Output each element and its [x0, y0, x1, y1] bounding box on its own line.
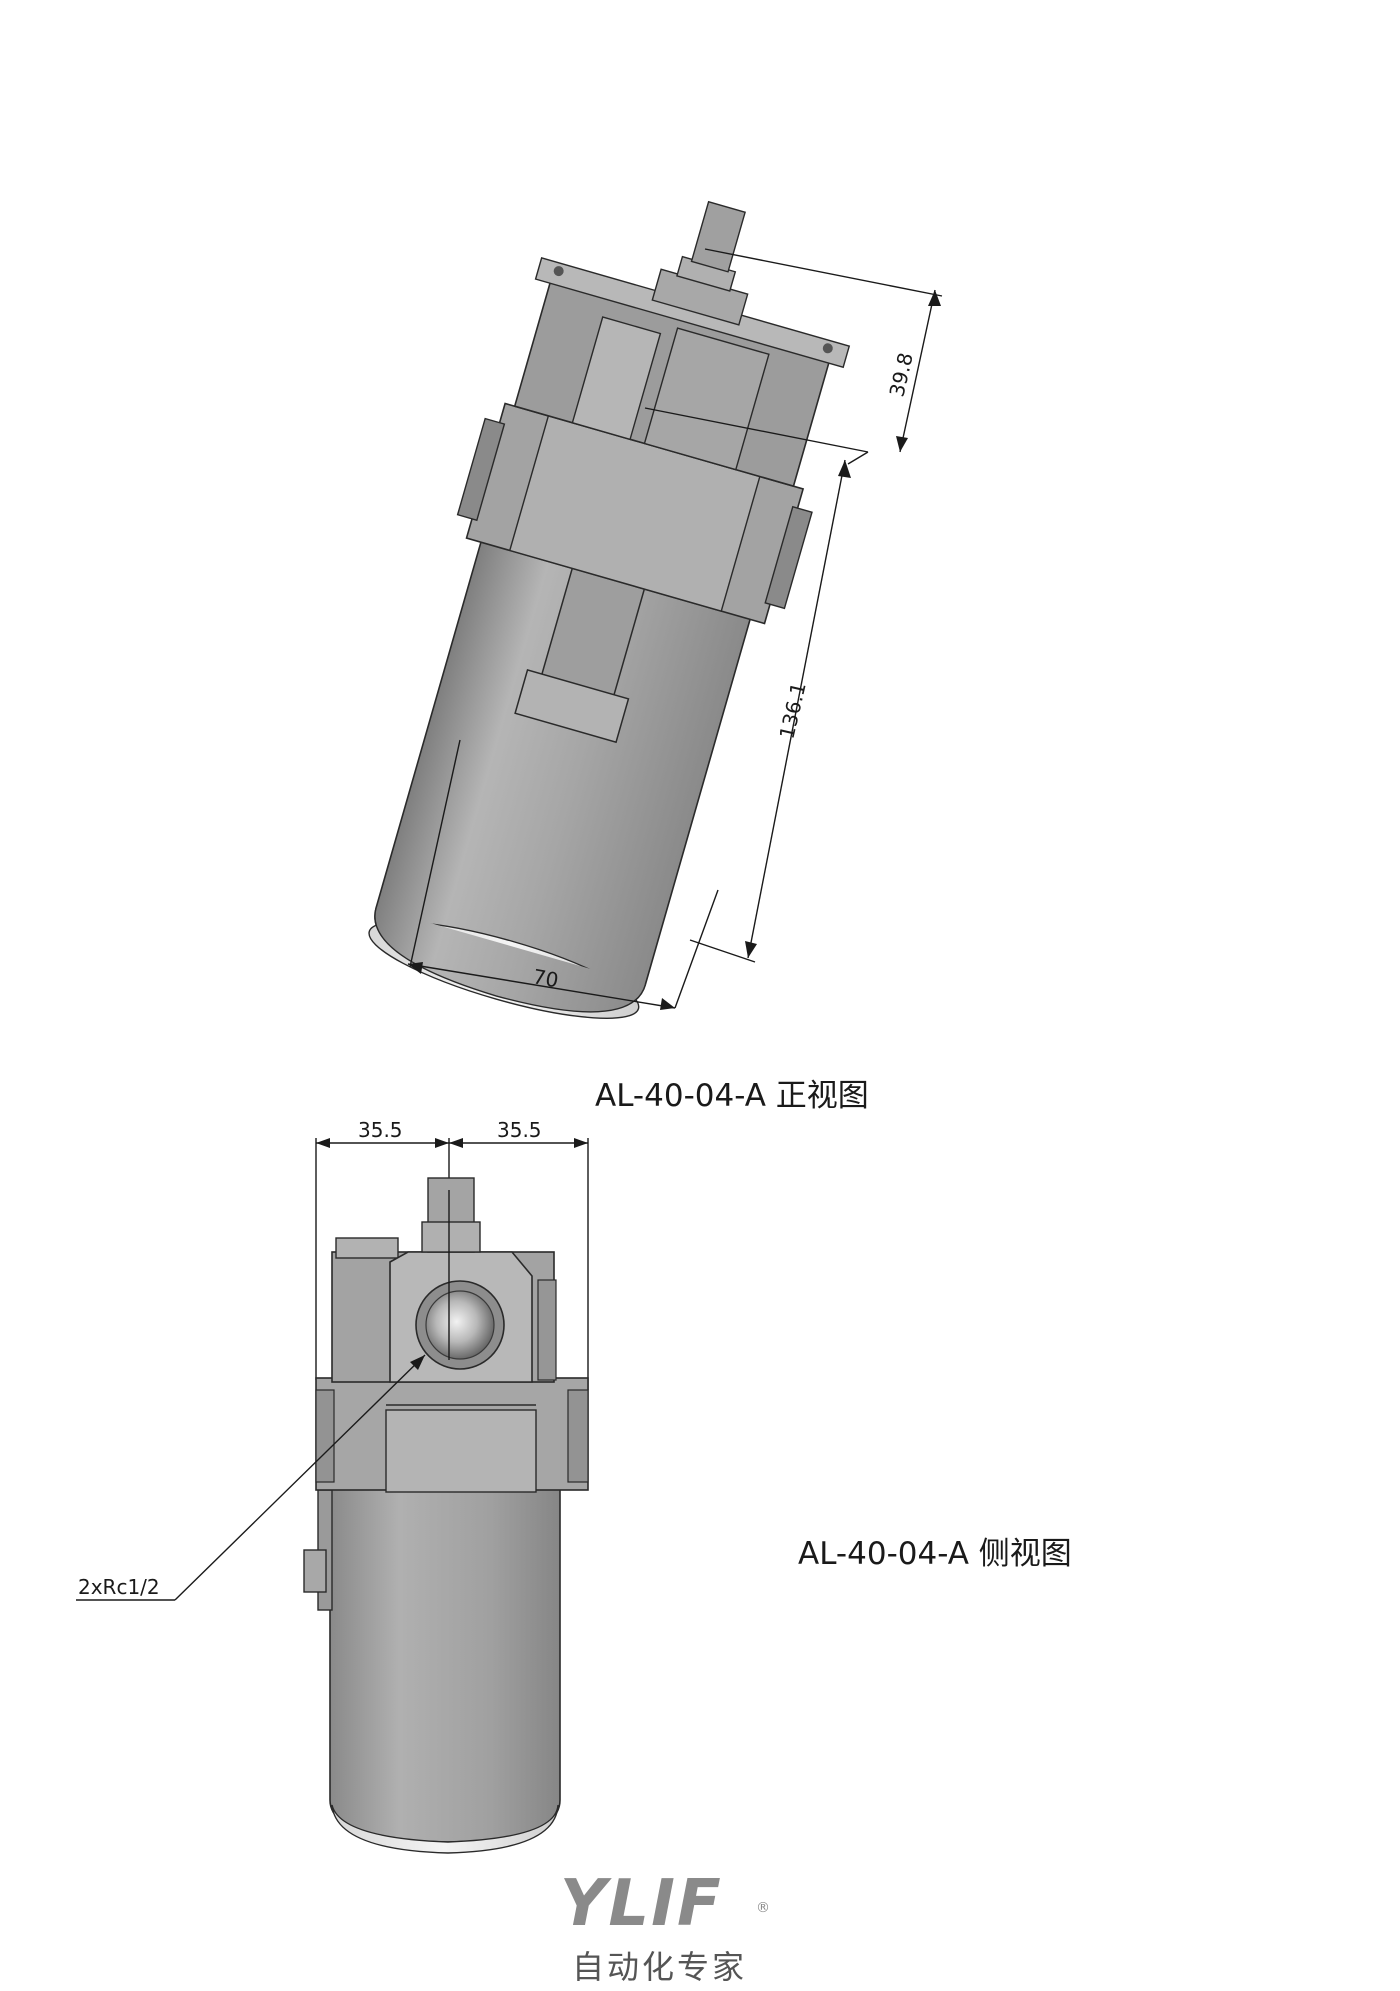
- dim-side-halves: 35.5 35.5: [315, 1118, 589, 1390]
- front-bowl-latch-tab: [514, 669, 630, 744]
- front-view: 39.8 136.1 70 AL-40-04-A 正视图: [368, 200, 943, 1114]
- side-view-caption: AL-40-04-A 侧视图: [798, 1536, 1072, 1572]
- dim-width: 70: [407, 739, 719, 1010]
- dim-label-left-half: 35.5: [358, 1118, 403, 1142]
- port-callout-label: 2xRc1/2: [78, 1575, 160, 1599]
- logo-wordmark: YLIF: [560, 1867, 723, 1941]
- side-bowl: [329, 1479, 561, 1843]
- front-view-caption: AL-40-04-A 正视图: [595, 1078, 869, 1114]
- dim-label-right-half: 35.5: [497, 1118, 542, 1142]
- side-view: 35.5 35.5: [76, 1118, 1072, 1854]
- lubricator-front-body: [368, 200, 851, 1019]
- side-bowl-bottom: [331, 1804, 559, 1854]
- brand-logo: YLIF ® 自动化专家: [560, 1867, 770, 1986]
- dim-label-height: 136.1: [774, 680, 810, 741]
- side-drain-tab: [303, 1549, 327, 1593]
- dim-label-width: 70: [531, 964, 560, 992]
- port-callout: 2xRc1/2: [76, 1354, 426, 1601]
- logo-registered-mark: ®: [756, 1900, 770, 1916]
- logo-tagline: 自动化专家: [572, 1948, 747, 1986]
- lubricator-side-body: [303, 1177, 589, 1854]
- front-stem: [690, 200, 746, 273]
